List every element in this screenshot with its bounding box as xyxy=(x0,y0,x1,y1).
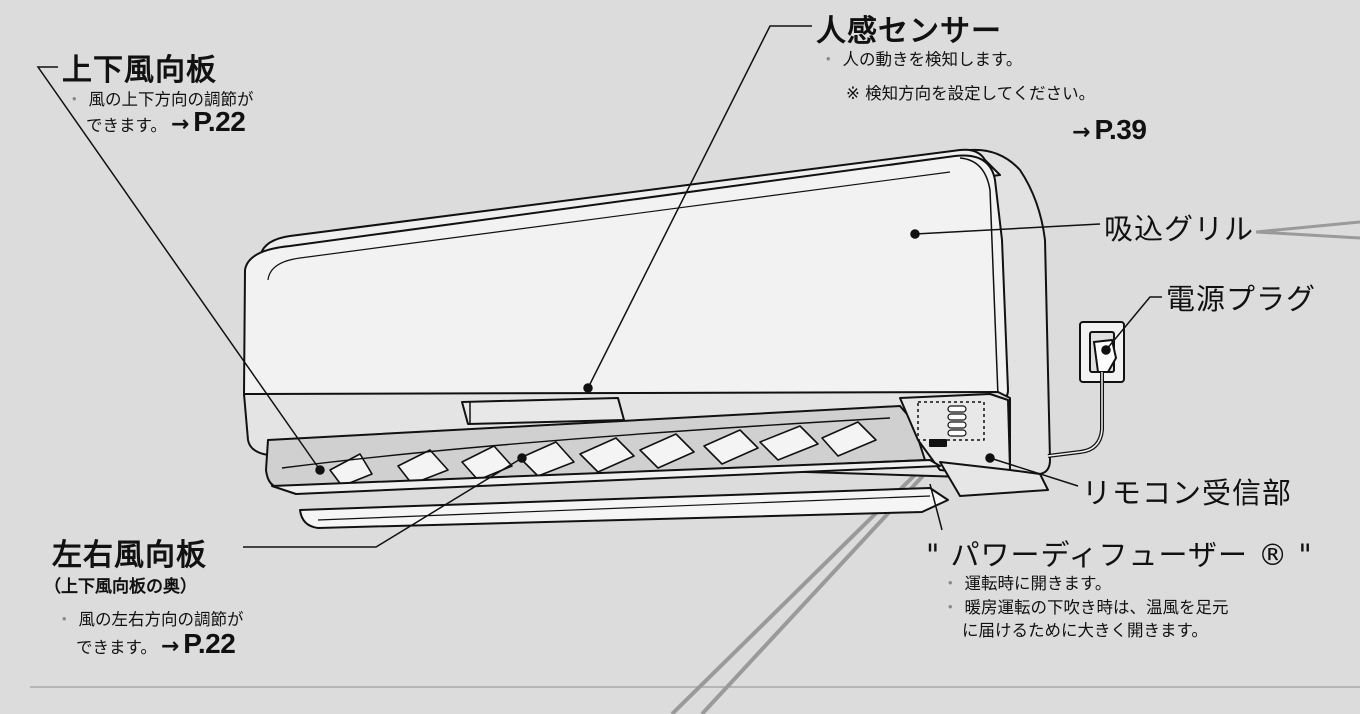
bullet-icon: ・ xyxy=(820,50,837,69)
indicator-lamps xyxy=(947,405,967,437)
leader-vertical-louver xyxy=(36,66,321,471)
vertical-louver-page-ref[interactable]: P.22 xyxy=(193,106,246,137)
remote-receiver-title: リモコン受信部 xyxy=(1082,476,1293,510)
horizontal-vanes xyxy=(329,421,877,487)
plug-body xyxy=(1092,338,1118,373)
motion-sensor-page-ref[interactable]: P.39 xyxy=(1094,114,1147,145)
vertical-louver-note: ・風の上下方向の調節が xyxy=(66,90,254,109)
intake-grille-callout-gray xyxy=(1255,220,1360,240)
arrow-right-icon: → xyxy=(160,634,180,659)
horizontal-louver-note: ・風の左右方向の調節が xyxy=(56,610,244,629)
vertical-louver-title: 上下風向板 xyxy=(62,53,217,88)
leader-power-diffuser xyxy=(929,483,943,531)
air-conditioner-unit xyxy=(243,148,1051,529)
power-diffuser-note1: ・運転時に開きます。 xyxy=(942,574,1112,593)
sensor-window xyxy=(461,397,625,425)
power-plug-title: 電源プラグ xyxy=(1166,282,1317,316)
horizontal-louver-title: 左右風向板 xyxy=(52,538,207,573)
remote-receiver-window xyxy=(917,401,985,441)
power-diffuser-note2-line2: に届けるために大きく開きます。 xyxy=(962,621,1208,640)
leader-horizontal-louver xyxy=(243,457,523,548)
bullet-icon: ・ xyxy=(56,610,73,629)
bullet-icon: ・ xyxy=(942,574,959,593)
power-cord xyxy=(1047,372,1104,458)
intake-grille-title: 吸込グリル xyxy=(1104,212,1255,246)
motion-sensor-note2: ※ 検知方向を設定してください。 xyxy=(846,84,1096,103)
power-diffuser-note2: ・暖房運転の下吹き時は、温風を足元 xyxy=(942,598,1229,617)
vertical-louver-flap xyxy=(271,459,941,495)
motion-sensor-note: ・人の動きを検知します。 xyxy=(820,50,1023,69)
motion-sensor-title: 人感センサー xyxy=(816,14,1002,49)
horizontal-louver-page-ref[interactable]: P.22 xyxy=(183,628,236,659)
horizontal-louver-subtitle: （上下風向板の奥） xyxy=(44,577,197,597)
arrow-right-icon: → xyxy=(170,112,190,137)
bullet-icon: ・ xyxy=(66,90,83,109)
leader-power-plug xyxy=(1105,296,1162,351)
motion-sensor-ref: →P.39 xyxy=(1068,114,1147,146)
leader-intake-grille xyxy=(914,223,1101,235)
vertical-louver-note-line2: できます。→P.22 xyxy=(86,106,246,137)
leader-lines xyxy=(36,25,1162,548)
leader-motion-sensor xyxy=(587,25,812,389)
bullet-icon: ・ xyxy=(942,598,959,617)
leader-remote-receiver xyxy=(989,457,1079,487)
arrow-right-icon: → xyxy=(1072,120,1091,145)
power-diffuser-title: " パワーディフューザー ® " xyxy=(926,538,1313,572)
horizontal-louver-note-line2: できます。→P.22 xyxy=(76,628,236,659)
